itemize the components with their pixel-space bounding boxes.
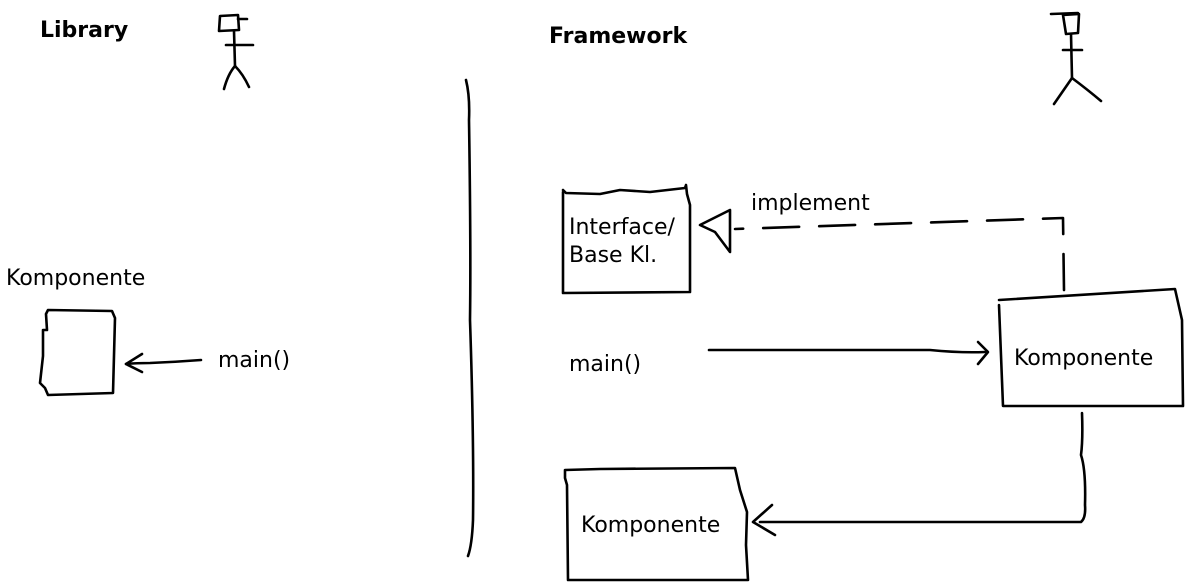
implement-triangle-head bbox=[698, 208, 732, 254]
library-call-label: main() bbox=[218, 348, 291, 373]
framework-component-bottom-label: Komponente bbox=[581, 513, 721, 538]
stick-figure-icon bbox=[1049, 11, 1103, 106]
library-call-arrow bbox=[124, 352, 203, 374]
interface-box-label-line2: Base Kl. bbox=[569, 243, 658, 268]
library-section-title: Library bbox=[40, 18, 129, 43]
stick-figure-icon bbox=[217, 13, 255, 91]
framework-call-arrow bbox=[707, 340, 990, 366]
framework-component-right-label: Komponente bbox=[1014, 346, 1154, 371]
interface-box-label-line1: Interface/ bbox=[569, 215, 675, 240]
section-divider bbox=[464, 78, 475, 558]
framework-component-bottom-box bbox=[563, 466, 750, 582]
framework-call-label: main() bbox=[569, 352, 642, 377]
interface-box bbox=[561, 183, 692, 295]
framework-section-title: Framework bbox=[549, 24, 688, 49]
library-component-label: Komponente bbox=[6, 266, 146, 291]
implement-dashed-line bbox=[733, 216, 1066, 292]
callback-arrow bbox=[751, 411, 1087, 537]
library-component-box bbox=[38, 308, 117, 397]
implement-label: implement bbox=[751, 191, 870, 216]
framework-component-right-box bbox=[997, 287, 1185, 408]
